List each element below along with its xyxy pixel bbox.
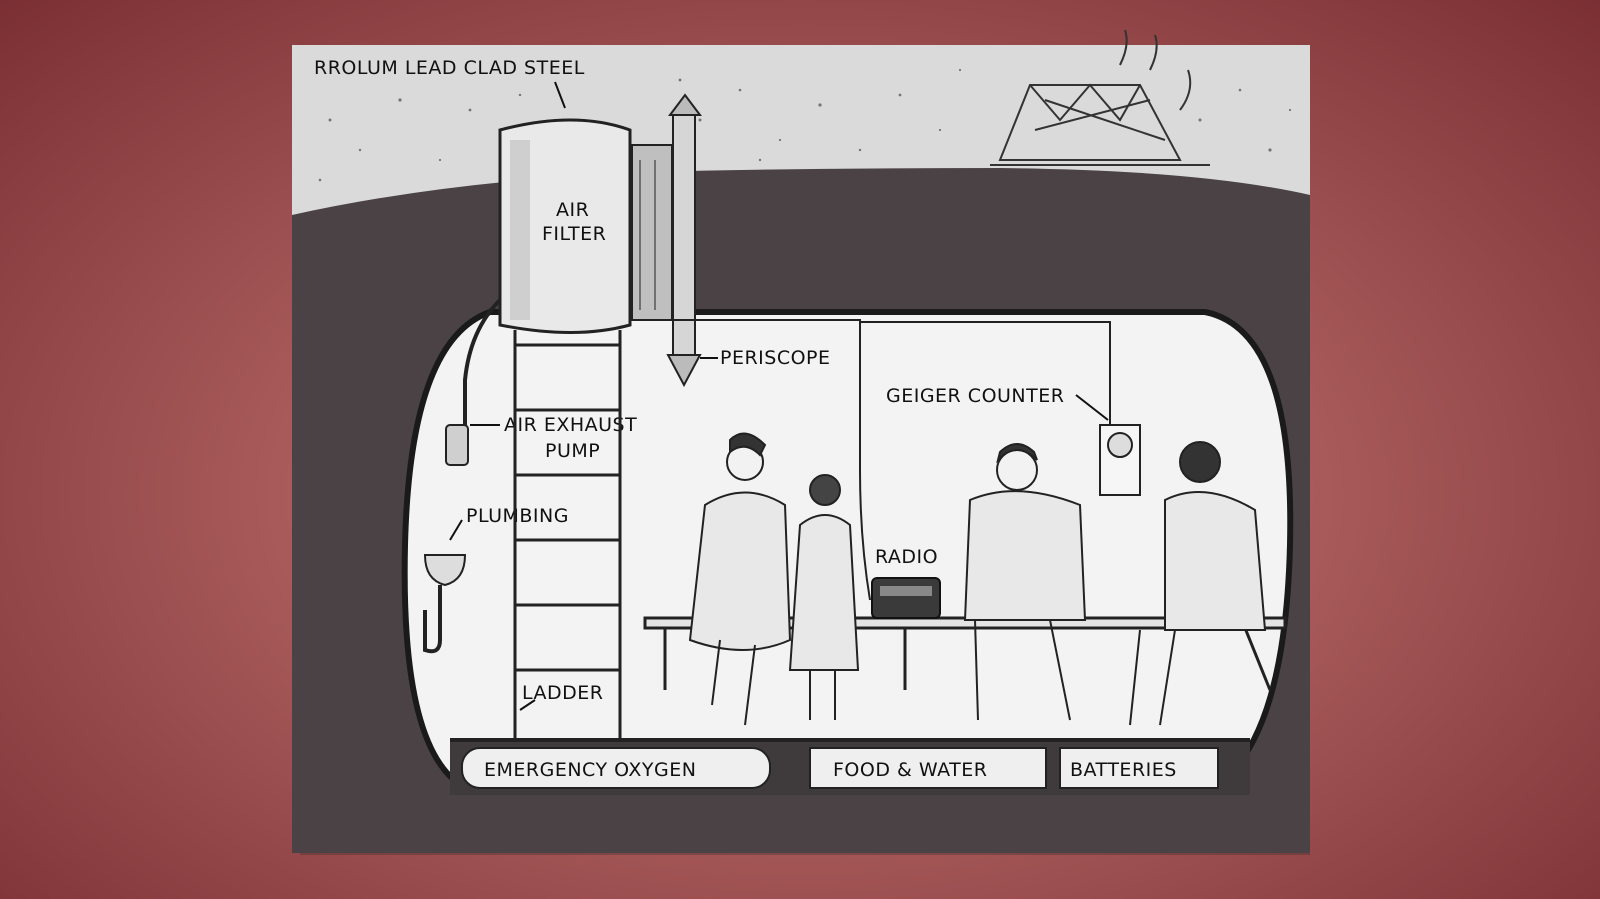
ladder-leader (519, 699, 536, 711)
geiger-dial (1107, 432, 1133, 458)
diagram-photo: EMERGENCY OXYGEN FOOD & WATER BATTERIES … (292, 29, 1310, 853)
radio-dial (880, 586, 932, 596)
geiger-leader (1075, 394, 1109, 421)
drain-pipe (423, 585, 442, 654)
wash-basin (423, 554, 467, 587)
radio-icon (871, 577, 941, 619)
geiger-counter-label: GEIGER COUNTER (886, 385, 1064, 407)
air-exhaust-pump (445, 424, 469, 466)
batteries-label: BATTERIES (1070, 759, 1177, 781)
air-filter-label-line2: FILTER (542, 223, 606, 245)
ladder-label: LADDER (522, 682, 604, 704)
plumbing-label: PLUMBING (466, 505, 569, 527)
geiger-wire (860, 321, 1111, 425)
plumbing-leader (449, 519, 463, 541)
food-water-bin (809, 747, 1047, 789)
emergency-oxygen-label: EMERGENCY OXYGEN (484, 759, 696, 781)
air-filter-label-line1: AIR (556, 199, 589, 221)
radio-antenna-wire (670, 319, 871, 601)
radio-label: RADIO (875, 546, 938, 568)
periscope-pipe (666, 93, 702, 388)
exhaust-pipe (463, 298, 502, 455)
material-label: RROLUM LEAD CLAD STEEL (314, 57, 585, 79)
girl-figure (788, 474, 860, 720)
filter-medium (631, 144, 673, 321)
material-leader (554, 81, 566, 109)
periscope-label: PERISCOPE (720, 347, 831, 369)
man-figure-right (1129, 441, 1267, 726)
ladder (513, 330, 622, 740)
speckle-texture (318, 68, 1292, 182)
air-filter-tank (498, 118, 673, 334)
air-exhaust-label-line2: PUMP (545, 440, 600, 462)
batteries-bin (1059, 747, 1219, 789)
man-figure-left (963, 443, 1087, 721)
air-exhaust-label-line1: AIR EXHAUST (504, 414, 637, 436)
food-water-label: FOOD & WATER (833, 759, 987, 781)
oxygen-tank (461, 747, 771, 789)
woman-figure (688, 432, 792, 726)
burning-house-icon (990, 29, 1210, 166)
